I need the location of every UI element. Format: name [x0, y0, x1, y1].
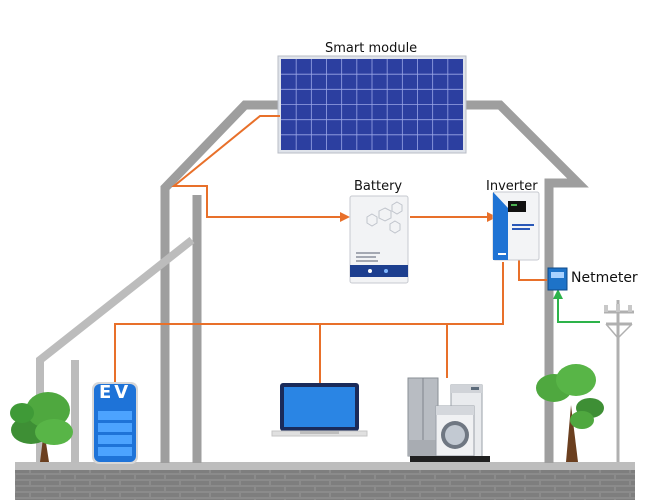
tree-right	[536, 364, 604, 462]
power-lines	[114, 115, 547, 384]
smart-module-label: Smart module	[325, 41, 418, 56]
tree-left	[10, 392, 73, 462]
ground-wall	[15, 462, 635, 500]
grid-line	[553, 289, 600, 323]
netmeter-device	[547, 267, 568, 291]
inverter-label: Inverter	[486, 179, 538, 194]
battery-label: Battery	[354, 179, 403, 194]
laptop	[271, 383, 368, 437]
ev-charger	[92, 382, 138, 464]
appliances	[407, 377, 490, 462]
arrow-heads	[340, 212, 497, 222]
pole-insulators	[604, 304, 632, 312]
solar-panel	[277, 55, 467, 154]
inverter-unit	[492, 191, 540, 261]
netmeter-label: Netmeter	[571, 270, 638, 286]
battery-unit	[349, 195, 409, 284]
utility-pole	[604, 300, 634, 462]
ev-label: EV	[99, 382, 132, 403]
